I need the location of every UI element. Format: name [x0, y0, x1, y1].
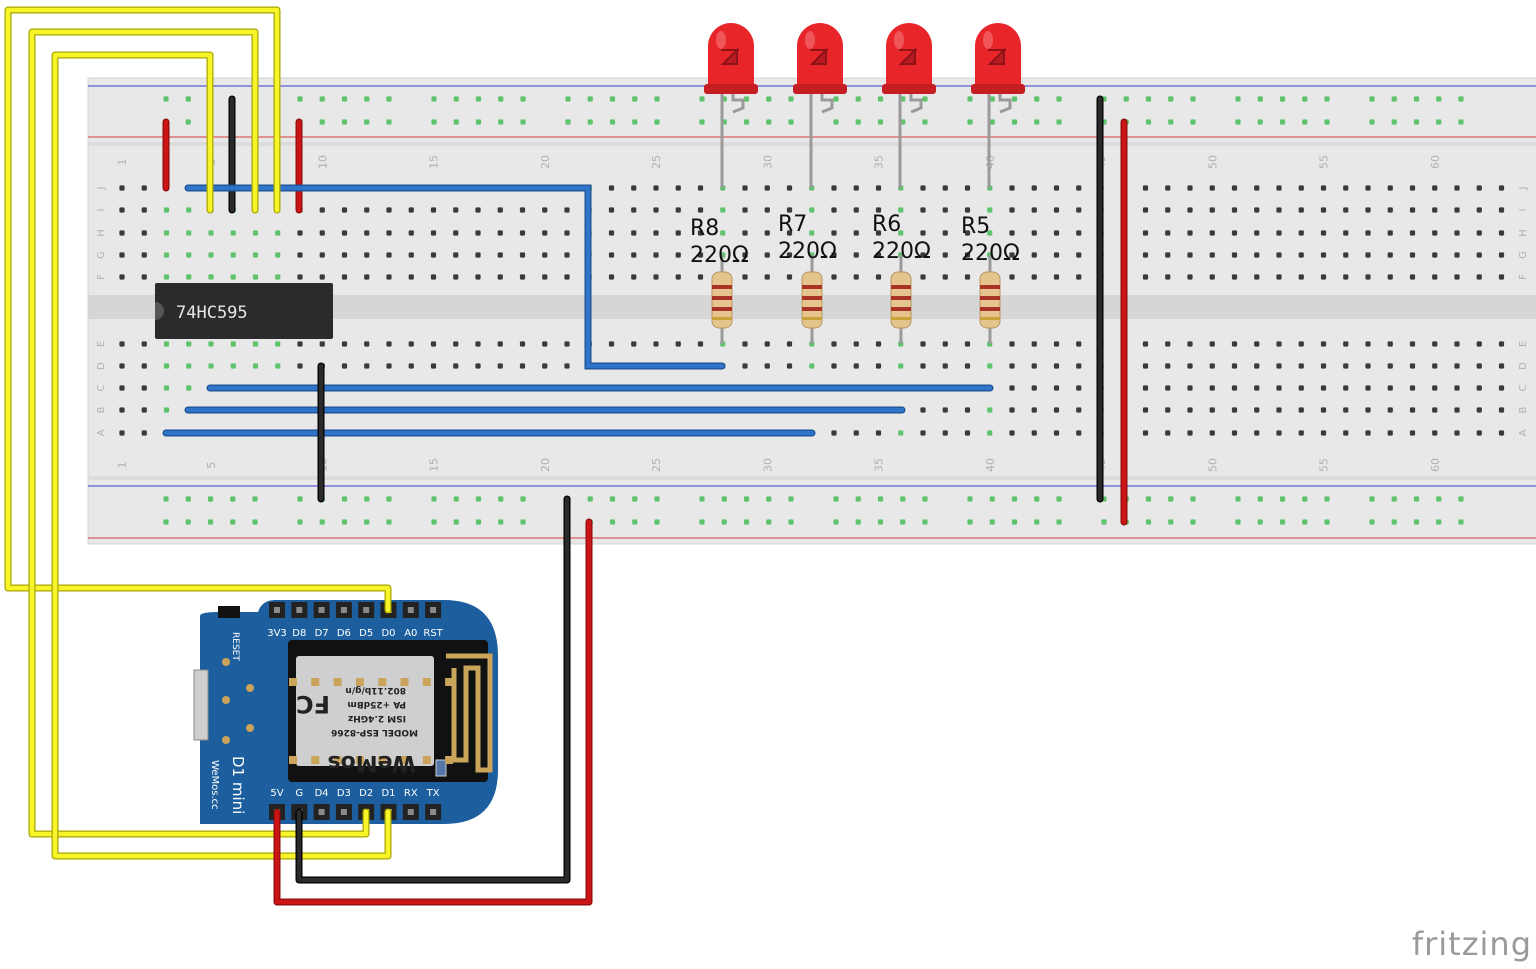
column-number: 15: [428, 155, 441, 169]
row-letter: J: [96, 187, 107, 191]
column-number: 1: [116, 159, 129, 166]
column-number: 5: [205, 462, 218, 469]
row-letter: I: [96, 209, 107, 212]
row-letter: C: [96, 384, 107, 391]
top-pin-label: D5: [359, 628, 373, 639]
resistor-value: 220Ω: [961, 241, 1020, 266]
top-pin-label: D0: [381, 628, 395, 639]
module-line-2: ISM 2.4GHz: [348, 713, 406, 723]
column-number: 50: [1206, 458, 1219, 472]
column-number: 10: [316, 155, 329, 169]
column-number: 60: [1429, 155, 1442, 169]
row-letter: A: [96, 429, 107, 436]
shift-register-ic[interactable]: 74HC595: [155, 283, 333, 339]
resistor-name: R5: [961, 214, 990, 239]
row-letter: G: [96, 251, 107, 259]
fc-mark: FC: [296, 690, 330, 718]
row-letter: C: [1518, 384, 1529, 391]
top-pin-label: A0: [404, 628, 417, 639]
row-letter: D: [1518, 362, 1529, 370]
resistor-name: R7: [778, 212, 807, 237]
resistor-name: R6: [872, 212, 901, 237]
row-letters: J J I I H H G G F F E E D D C C B B A A: [96, 187, 1529, 437]
column-number: 15: [428, 458, 441, 472]
column-number: 35: [873, 458, 886, 472]
row-letter: J: [1518, 187, 1529, 191]
column-number: 25: [650, 155, 663, 169]
column-number: 60: [1429, 458, 1442, 472]
row-letter: I: [1518, 209, 1529, 212]
wemos-pin-labels: 3V3 D8 D7 D6 D5 D0 A0 RST 5V G D4 D3 D2 D1 RX TX: [267, 628, 443, 799]
resistor[interactable]: [711, 255, 733, 344]
resistors: [711, 255, 1001, 344]
row-letter: F: [96, 274, 107, 280]
fritzing-brand: fritzing: [1411, 925, 1532, 963]
column-number: 20: [539, 458, 552, 472]
top-pin-label: D6: [337, 628, 351, 639]
led-red[interactable]: [882, 23, 936, 188]
bottom-pin-label: D4: [315, 788, 329, 799]
resistor[interactable]: [801, 255, 823, 344]
led-red[interactable]: [971, 23, 1025, 188]
column-number: 55: [1318, 458, 1331, 472]
row-letter: E: [96, 341, 107, 347]
column-number: 30: [761, 458, 774, 472]
module-line-4: 802.11b/g/n: [345, 685, 406, 695]
column-number: 1: [116, 462, 129, 469]
reset-label: RESET: [230, 632, 240, 661]
column-number: 35: [873, 155, 886, 169]
led-red[interactable]: [704, 23, 758, 188]
resistor-value: 220Ω: [690, 243, 749, 268]
resistor[interactable]: [890, 255, 912, 344]
led-red[interactable]: [793, 23, 847, 188]
column-number: 50: [1206, 155, 1219, 169]
bottom-pin-label: G: [295, 788, 303, 799]
resistor-value: 220Ω: [872, 239, 931, 264]
resistor-name: R8: [690, 216, 719, 241]
breadboard-wires: [162, 95, 1128, 526]
bottom-pin-label: D2: [359, 788, 373, 799]
bottom-pin-label: D3: [337, 788, 351, 799]
column-number: 25: [650, 458, 663, 472]
row-letter: B: [96, 406, 107, 413]
row-letter: B: [1518, 406, 1529, 413]
row-letter: H: [96, 229, 107, 237]
external-wires: [4, 6, 593, 906]
top-pin-label: D7: [315, 628, 329, 639]
row-letter: H: [1518, 229, 1529, 237]
top-pin-label: RST: [423, 628, 443, 639]
resistor-value: 220Ω: [778, 239, 837, 264]
row-letter: D: [96, 362, 107, 370]
column-number: 20: [539, 155, 552, 169]
row-letter: G: [1518, 251, 1529, 259]
ic-label: 74HC595: [176, 303, 248, 323]
column-number: 55: [1318, 155, 1331, 169]
board-name: D1 mini: [229, 756, 247, 814]
bottom-pin-label: TX: [426, 788, 440, 799]
row-letter: E: [1518, 341, 1529, 347]
bottom-pin-label: RX: [404, 788, 418, 799]
bottom-pin-label: 5V: [270, 788, 283, 799]
column-number: 30: [761, 155, 774, 169]
row-letter: A: [1518, 429, 1529, 436]
module-line-3: PA +25dBm: [347, 699, 406, 709]
top-pin-label: D8: [292, 628, 306, 639]
column-numbers: 1155101015152020252530303535404045455050…: [116, 155, 1442, 472]
wemos-logo: WeMos: [327, 750, 416, 775]
board-site: WeMos.cc: [209, 760, 220, 810]
top-pin-label: 3V3: [267, 628, 287, 639]
column-number: 40: [984, 458, 997, 472]
leds: [704, 23, 1025, 188]
bottom-pin-label: D1: [381, 788, 395, 799]
row-letter: F: [1518, 274, 1529, 280]
resistor[interactable]: [979, 255, 1001, 344]
module-line-1: MODEL ESP-8266: [331, 727, 418, 737]
